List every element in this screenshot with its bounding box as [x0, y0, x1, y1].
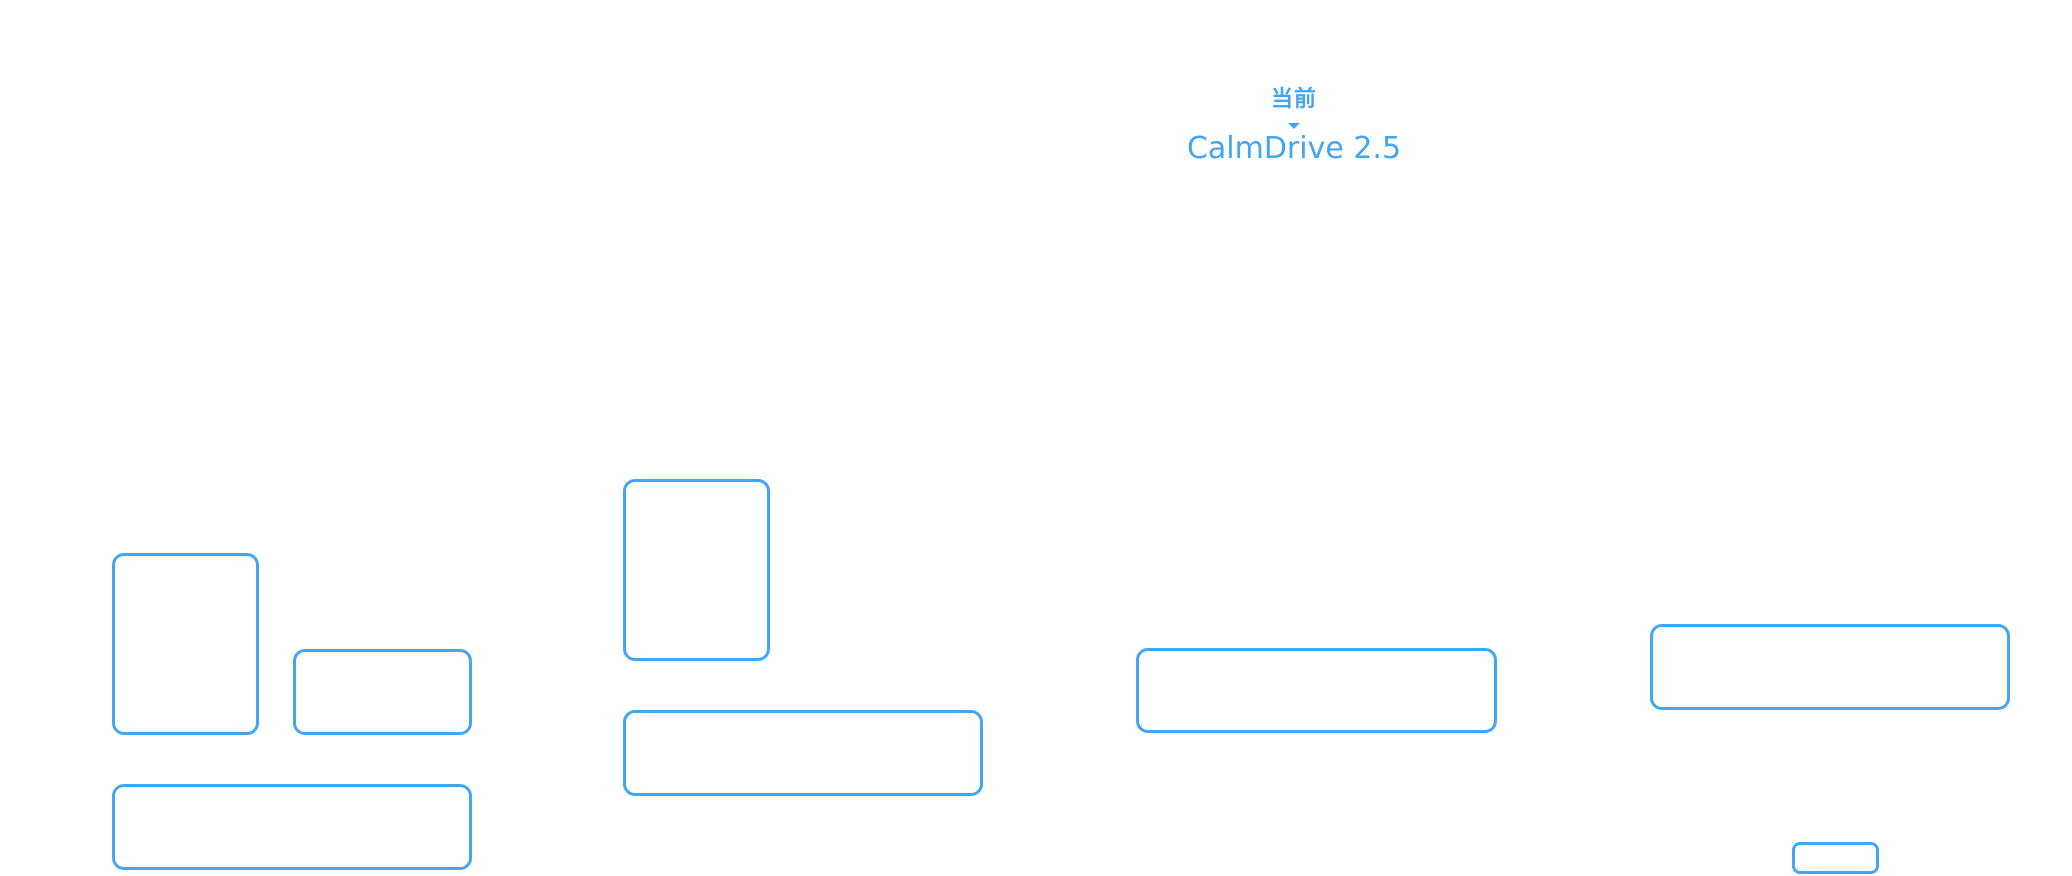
caret-down-icon: [1288, 123, 1300, 129]
version-label: CalmDrive 2.5: [1186, 131, 1402, 166]
diagram-block-group1-wide: [112, 784, 472, 870]
current-version-marker: 当前 CalmDrive 2.5: [1187, 86, 1401, 166]
diagram-block-group2-tall: [623, 479, 770, 661]
diagram-block-group1-tall: [112, 553, 259, 735]
diagram-block-group3-wide: [1136, 648, 1497, 733]
diagram-block-group4-small: [1792, 842, 1879, 874]
current-label: 当前: [1270, 87, 1317, 112]
diagram-block-group4-wide: [1650, 624, 2010, 710]
diagram-block-group2-wide: [623, 710, 983, 796]
diagram-block-group1-small: [293, 649, 472, 735]
